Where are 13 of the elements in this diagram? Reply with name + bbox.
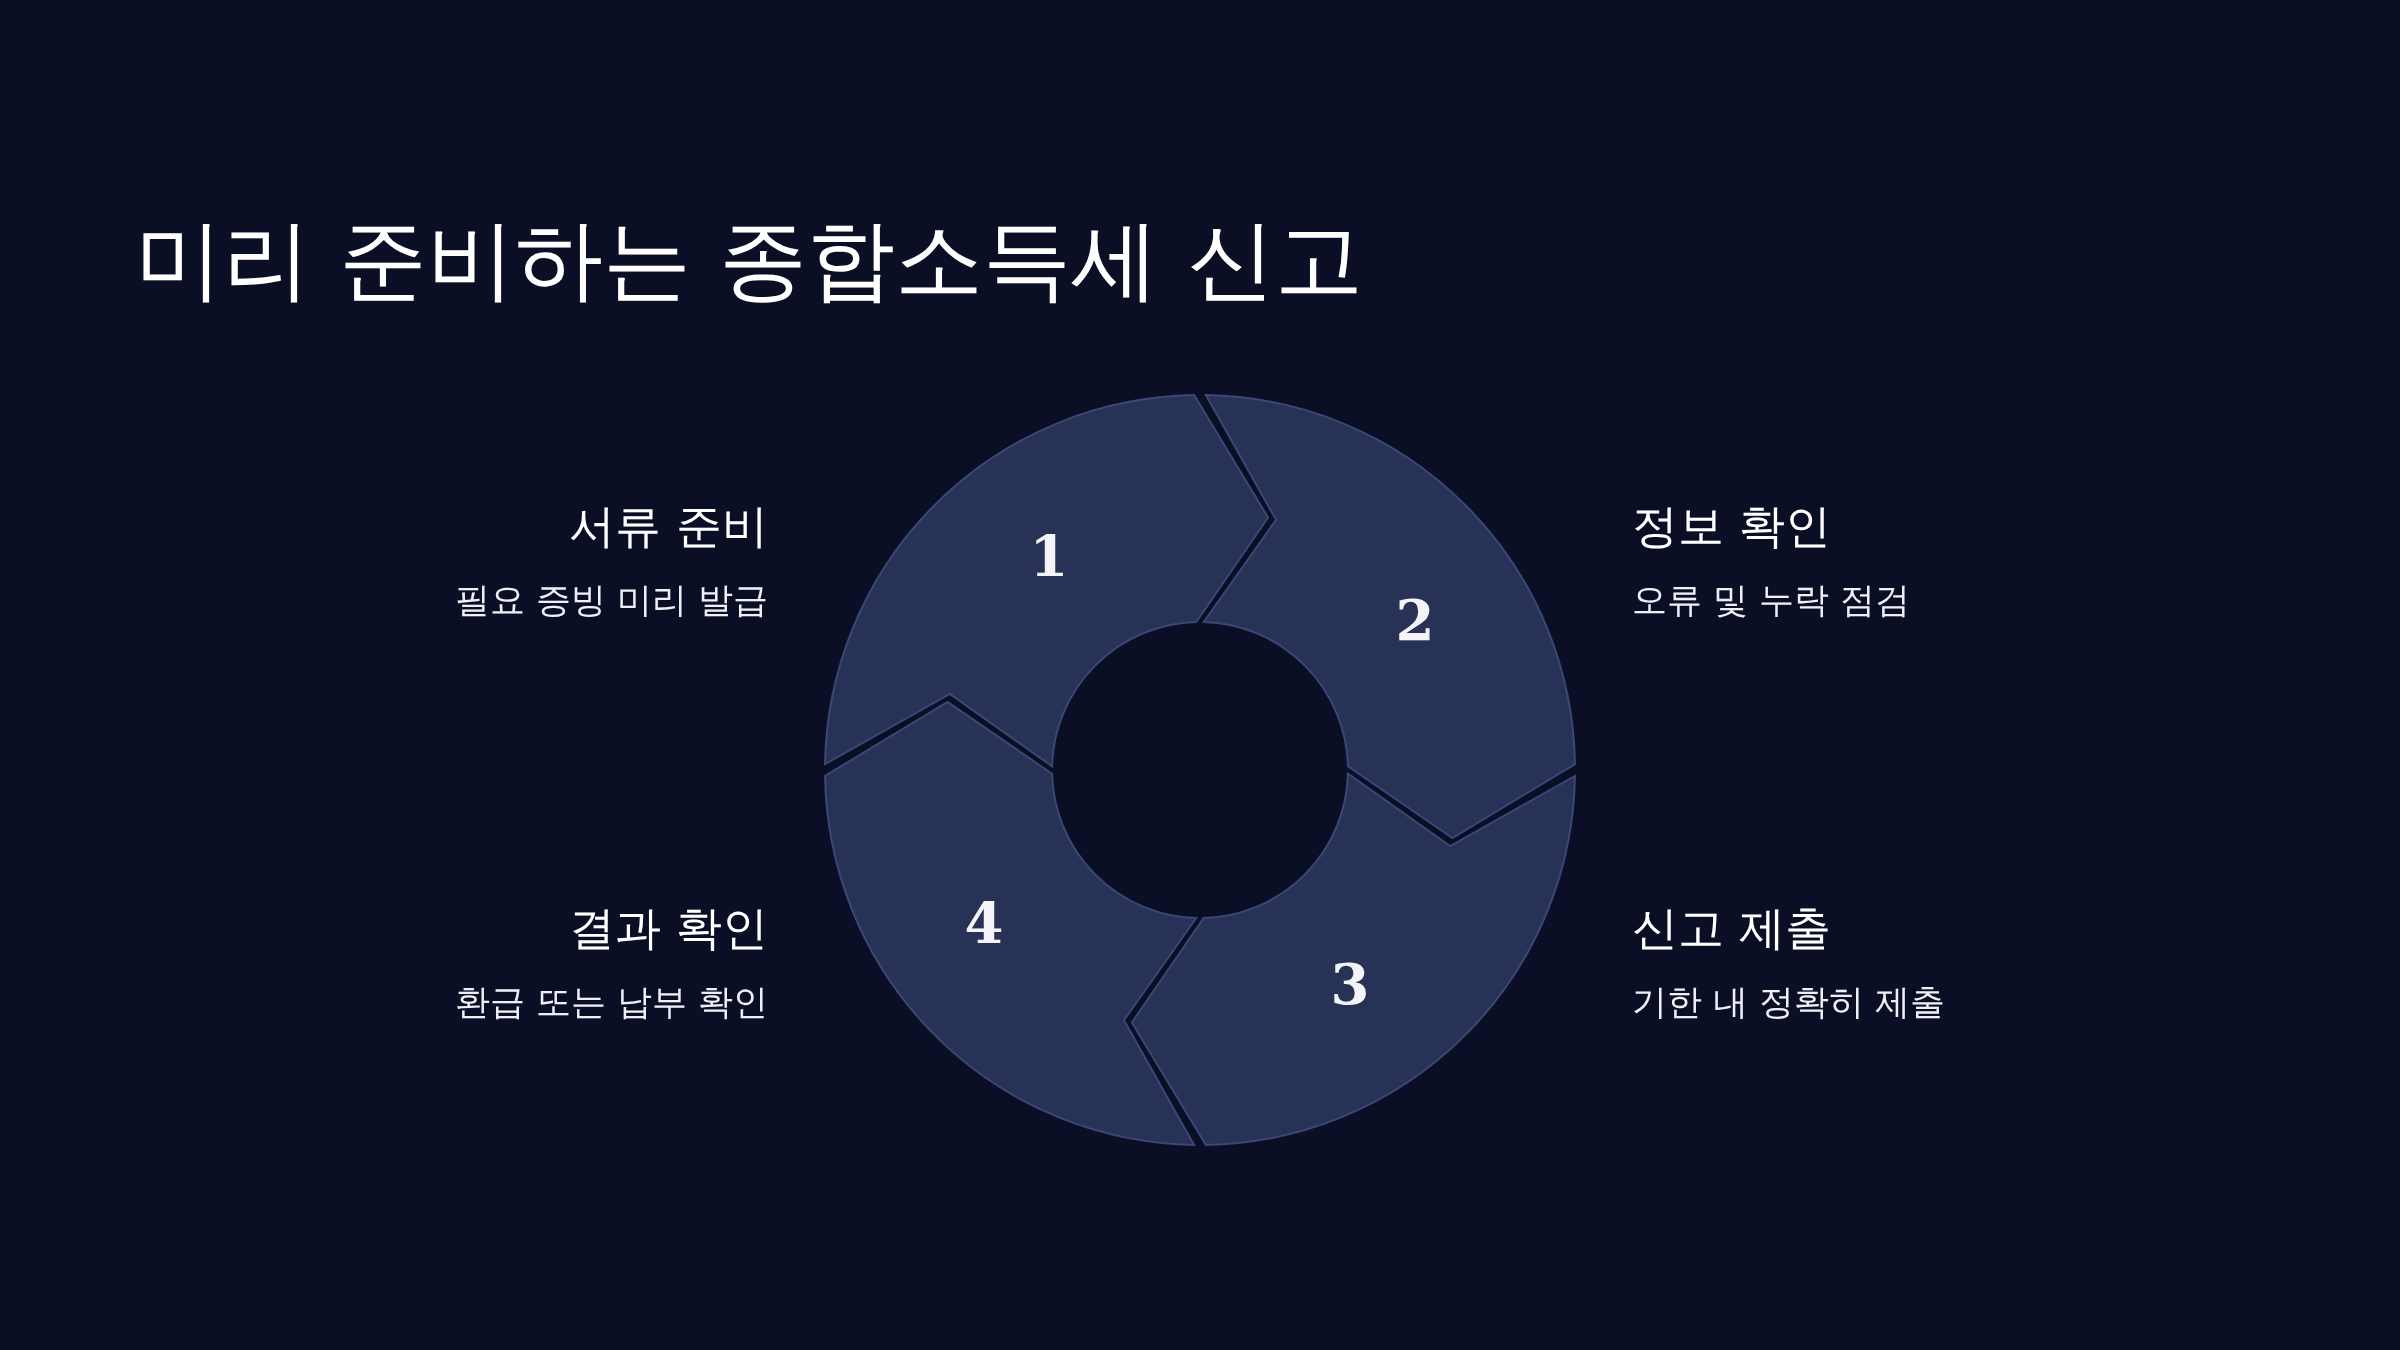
step-heading: 정보 확인 <box>1632 498 1831 554</box>
step-description: 오류 및 누락 점검 <box>1632 579 1911 622</box>
step-number: 3 <box>1330 954 1370 1014</box>
step-heading: 신고 제출 <box>1632 900 1831 956</box>
step-heading: 결과 확인 <box>569 900 768 956</box>
step-heading: 서류 준비 <box>569 498 768 554</box>
step-description: 환급 또는 납부 확인 <box>454 981 768 1024</box>
step-description: 필요 증빙 미리 발급 <box>454 579 768 622</box>
step-number: 4 <box>964 893 1004 953</box>
step-description: 기한 내 정확히 제출 <box>1632 981 1946 1024</box>
step-number: 1 <box>1029 526 1069 586</box>
step-number: 2 <box>1395 590 1435 650</box>
title: 미리 준비하는 종합소득세 신고 <box>135 207 1363 313</box>
